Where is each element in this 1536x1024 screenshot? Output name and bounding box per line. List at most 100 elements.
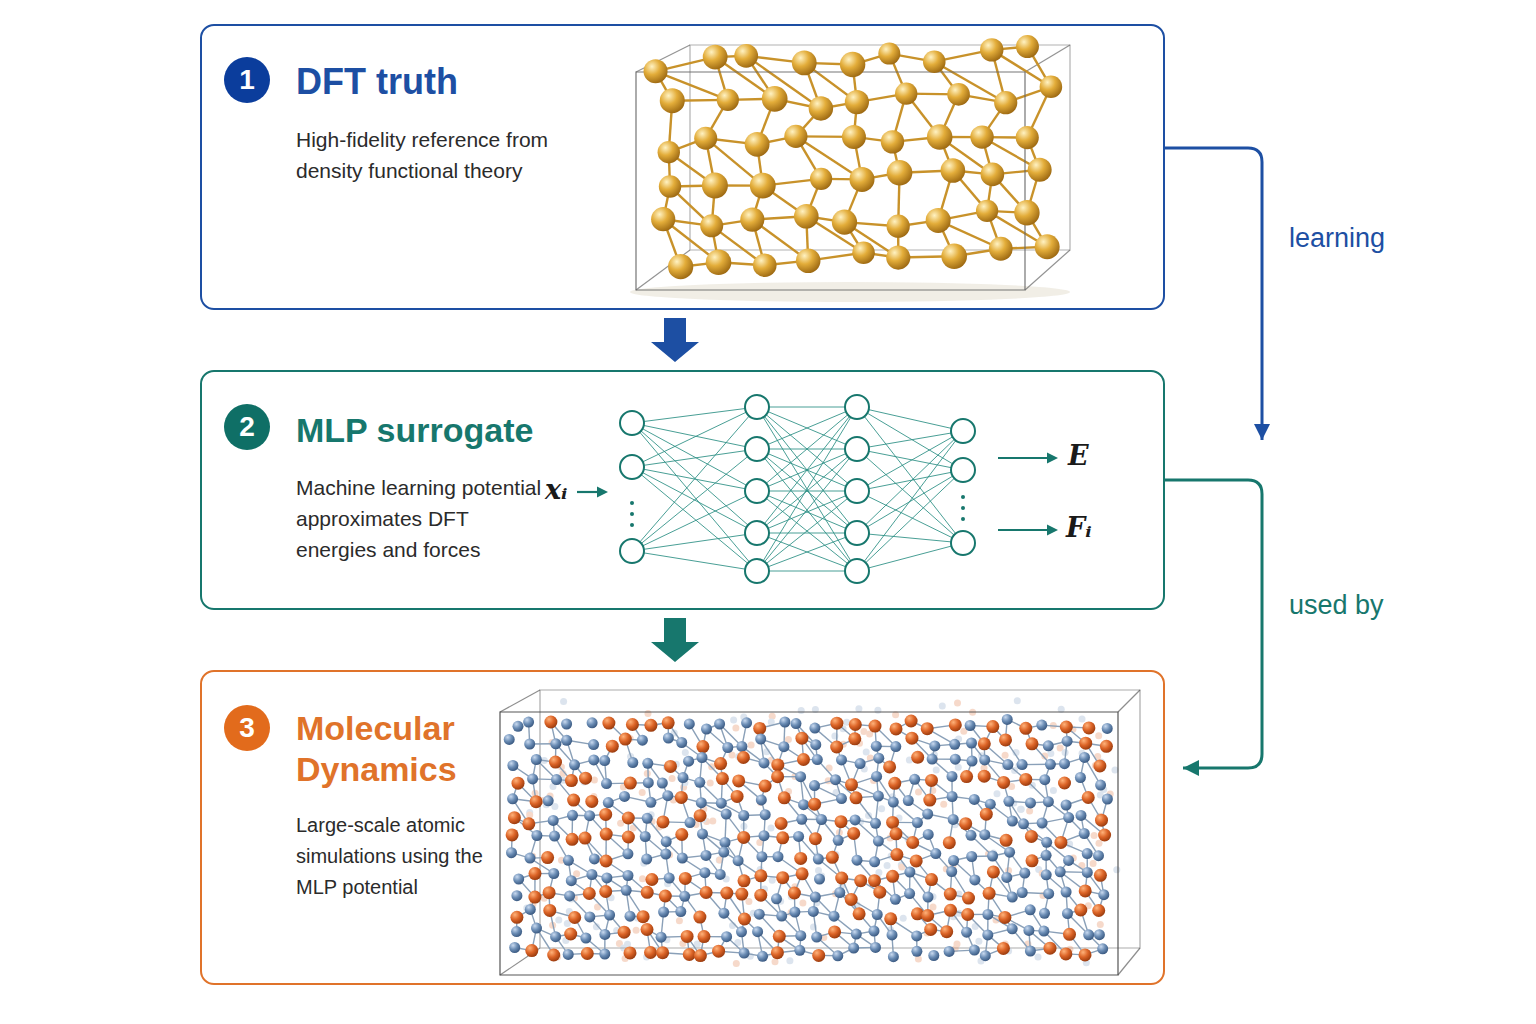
blue-atom bbox=[1017, 759, 1028, 770]
nn-weight bbox=[857, 449, 963, 543]
orange-atom bbox=[720, 887, 733, 900]
blue-atom bbox=[798, 799, 809, 810]
orange-atom bbox=[583, 887, 596, 900]
blue-atom bbox=[930, 848, 941, 859]
blue-atom bbox=[1039, 774, 1050, 785]
nn-weight bbox=[857, 407, 963, 543]
orange-atom bbox=[732, 774, 745, 787]
blue-atom bbox=[1037, 817, 1048, 828]
blue-atom bbox=[1097, 943, 1108, 954]
blue-atom bbox=[531, 754, 542, 765]
blue-atom bbox=[548, 868, 559, 879]
blue-atom bbox=[566, 875, 577, 886]
blue-atom bbox=[961, 927, 972, 938]
nn-weight bbox=[757, 407, 857, 449]
orange-atom bbox=[962, 892, 975, 905]
blue-atom bbox=[504, 734, 515, 745]
orange-atom bbox=[925, 774, 938, 787]
orange-atom bbox=[759, 780, 772, 793]
blue-atom bbox=[1063, 855, 1074, 866]
nn-neuron bbox=[951, 458, 975, 482]
gold-atom bbox=[852, 241, 875, 264]
nn-weight bbox=[757, 533, 857, 571]
depth-atom bbox=[940, 801, 947, 808]
depth-atom bbox=[669, 775, 676, 782]
math-symbol: Fᵢ bbox=[1066, 512, 1092, 543]
blue-atom bbox=[543, 795, 554, 806]
blue-atom bbox=[1079, 828, 1090, 839]
orange-atom bbox=[645, 873, 658, 886]
nn-weight bbox=[632, 407, 757, 467]
nn-weight bbox=[857, 470, 963, 491]
orange-atom bbox=[828, 925, 841, 938]
orange-atom bbox=[737, 751, 750, 764]
depth-atom bbox=[768, 825, 775, 832]
gold-atom bbox=[794, 204, 819, 229]
gold-atom bbox=[887, 160, 913, 186]
blue-atom bbox=[567, 810, 578, 821]
gold-atom bbox=[702, 173, 728, 199]
nn-neuron bbox=[845, 521, 869, 545]
orange-atom bbox=[585, 795, 598, 808]
flow-arrow bbox=[651, 318, 699, 362]
nn-weight bbox=[632, 407, 757, 551]
blue-atom bbox=[1102, 794, 1113, 805]
blue-atom bbox=[523, 717, 534, 728]
box-body: Machine learning potential approximates … bbox=[296, 472, 548, 565]
orange-atom bbox=[960, 770, 973, 783]
gold-atom bbox=[881, 130, 904, 153]
orange-atom bbox=[1095, 814, 1108, 827]
blue-atom bbox=[685, 817, 696, 828]
orange-atom bbox=[905, 715, 918, 728]
blue-atom bbox=[791, 718, 802, 729]
blue-atom bbox=[1063, 812, 1074, 823]
blue-atom bbox=[561, 719, 572, 730]
nn-neuron bbox=[845, 559, 869, 583]
orange-atom bbox=[776, 831, 789, 844]
io-arrow bbox=[998, 457, 1050, 459]
orange-atom bbox=[797, 753, 810, 766]
gold-atom bbox=[810, 168, 832, 190]
blue-atom bbox=[810, 739, 821, 750]
nn-neuron bbox=[745, 521, 769, 545]
stage-box: DFT truthHigh-fidelity reference from de… bbox=[200, 24, 1165, 310]
blue-atom bbox=[699, 867, 710, 878]
blue-atom bbox=[1043, 796, 1054, 807]
blue-atom bbox=[678, 772, 689, 783]
blue-atom bbox=[664, 873, 675, 884]
blue-atom bbox=[656, 932, 667, 943]
orange-atom bbox=[544, 716, 557, 729]
blue-atom bbox=[1023, 925, 1034, 936]
stage-box: MLP surrogateMachine learning potential … bbox=[200, 370, 1165, 610]
depth-atom bbox=[954, 700, 961, 707]
orange-atom bbox=[579, 772, 592, 785]
orange-atom bbox=[1059, 947, 1072, 960]
orange-atom bbox=[925, 873, 938, 886]
blue-atom bbox=[1041, 837, 1052, 848]
blue-atom bbox=[1019, 868, 1030, 879]
orange-atom bbox=[1063, 928, 1076, 941]
blue-atom bbox=[716, 798, 727, 809]
orange-atom bbox=[998, 911, 1011, 924]
step-number: 1 bbox=[239, 66, 255, 94]
orange-atom bbox=[1054, 836, 1067, 849]
nn-weight bbox=[857, 491, 963, 543]
orange-atom bbox=[522, 817, 535, 830]
blue-atom bbox=[852, 855, 863, 866]
orange-atom bbox=[738, 913, 751, 926]
orange-atom bbox=[1092, 904, 1105, 917]
gold-atom bbox=[886, 245, 910, 269]
nn-weight bbox=[632, 407, 757, 423]
depth-atom bbox=[1079, 715, 1086, 722]
gold-atom bbox=[809, 96, 833, 120]
nn-weight bbox=[632, 423, 757, 533]
blue-atom bbox=[721, 931, 732, 942]
orange-atom bbox=[906, 836, 919, 849]
depth-atom bbox=[633, 927, 640, 934]
orange-atom bbox=[1026, 854, 1039, 867]
blue-atom bbox=[661, 836, 672, 847]
crystal-lattice bbox=[636, 35, 1070, 290]
orange-atom bbox=[565, 774, 578, 787]
blue-atom bbox=[550, 738, 561, 749]
